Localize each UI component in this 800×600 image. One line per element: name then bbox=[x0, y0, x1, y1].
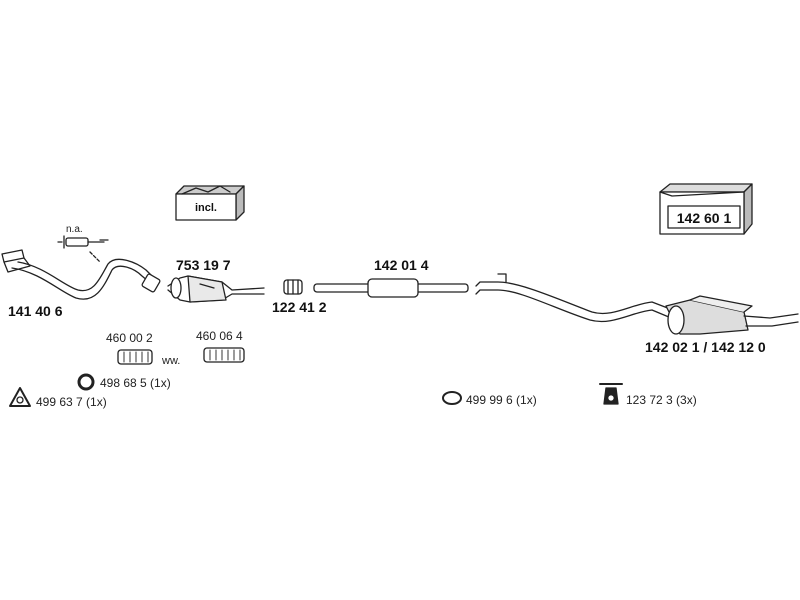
flex-pipe-b-drawing bbox=[203, 347, 245, 363]
triangle-gasket-part-number: 499 63 7 (1x) bbox=[36, 395, 107, 409]
rubber-ring-icon bbox=[442, 391, 462, 405]
rubber-ring-part-number: 499 99 6 (1x) bbox=[466, 393, 537, 407]
rear-silencer-part-number: 142 02 1 / 142 12 0 bbox=[645, 339, 766, 355]
alternative-note: ww. bbox=[162, 355, 181, 367]
middle-silencer-drawing bbox=[313, 278, 469, 298]
front-pipe-drawing bbox=[1, 235, 161, 300]
incl-kit-label: incl. bbox=[194, 202, 217, 214]
triangle-gasket-icon bbox=[9, 387, 31, 407]
complete-kit-box-drawing bbox=[659, 183, 753, 235]
flex-pipe-a-part-number: 460 00 2 bbox=[106, 331, 153, 345]
clamp-part-number: 122 41 2 bbox=[272, 299, 327, 315]
seal-ring-part-number: 498 68 5 (1x) bbox=[100, 376, 171, 390]
catalyst-part-number: 753 19 7 bbox=[176, 257, 231, 273]
flex-pipe-a-drawing bbox=[117, 349, 153, 365]
hanger-part-number: 123 72 3 (3x) bbox=[626, 393, 697, 407]
catalyst-drawing bbox=[167, 275, 265, 303]
seal-ring-icon bbox=[77, 373, 95, 391]
complete-kit-part-number: 142 60 1 bbox=[676, 210, 732, 226]
flex-pipe-b-part-number: 460 06 4 bbox=[196, 329, 243, 343]
sensor-note-label: n.a. bbox=[66, 224, 83, 235]
rear-silencer-drawing bbox=[475, 273, 799, 335]
hanger-icon bbox=[599, 383, 623, 405]
incl-box-drawing bbox=[175, 185, 245, 221]
front-pipe-part-number: 141 40 6 bbox=[8, 303, 63, 319]
middle-silencer-part-number: 142 01 4 bbox=[374, 257, 429, 273]
clamp-drawing bbox=[283, 279, 303, 295]
